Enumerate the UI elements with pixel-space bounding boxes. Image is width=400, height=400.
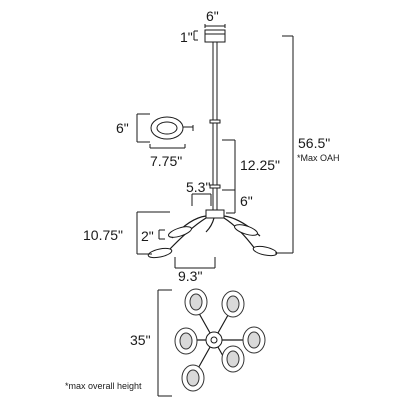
plan-shades xyxy=(174,288,266,392)
hub-width-label: 5.3" xyxy=(186,179,211,195)
canopy-width-label: 6" xyxy=(206,8,219,24)
plan-hub xyxy=(205,331,223,349)
arm-drop-label: 10.75" xyxy=(83,227,124,243)
arm-drop-bracket xyxy=(136,211,170,255)
canopy xyxy=(204,29,226,43)
hub xyxy=(205,209,225,219)
shade-width-label: 7.75" xyxy=(150,153,183,169)
overall-diameter-label: 35" xyxy=(130,332,151,348)
overall-height-bracket xyxy=(275,35,294,254)
shade-height-label: 6" xyxy=(116,120,129,136)
shade-height-bracket xyxy=(136,113,150,143)
oah-marker-note: *Max OAH xyxy=(297,153,340,163)
shade-detail xyxy=(150,116,194,140)
side-shades xyxy=(147,224,278,259)
overall-height-label: 56.5" xyxy=(298,135,331,151)
lower-stem-label: 6" xyxy=(240,193,253,209)
arm-reach-bracket xyxy=(174,257,216,269)
shade-width-bracket xyxy=(149,144,186,149)
shade-depth-label: 2" xyxy=(141,228,154,244)
footnote: *max overall height xyxy=(65,381,142,391)
arm-reach-label: 9.3" xyxy=(178,268,203,284)
canopy-width-bracket xyxy=(204,24,226,28)
canopy-height-label: 1" xyxy=(180,29,193,45)
overall-diameter-bracket xyxy=(157,289,172,397)
hub-width-bracket xyxy=(191,193,212,206)
lower-stem-bracket xyxy=(226,189,236,214)
upper-stem-bracket xyxy=(222,139,236,191)
canopy-height-bracket xyxy=(193,30,198,41)
downrod xyxy=(209,42,221,212)
shade-depth-bracket xyxy=(158,229,165,240)
upper-stem-label: 12.25" xyxy=(240,157,281,173)
